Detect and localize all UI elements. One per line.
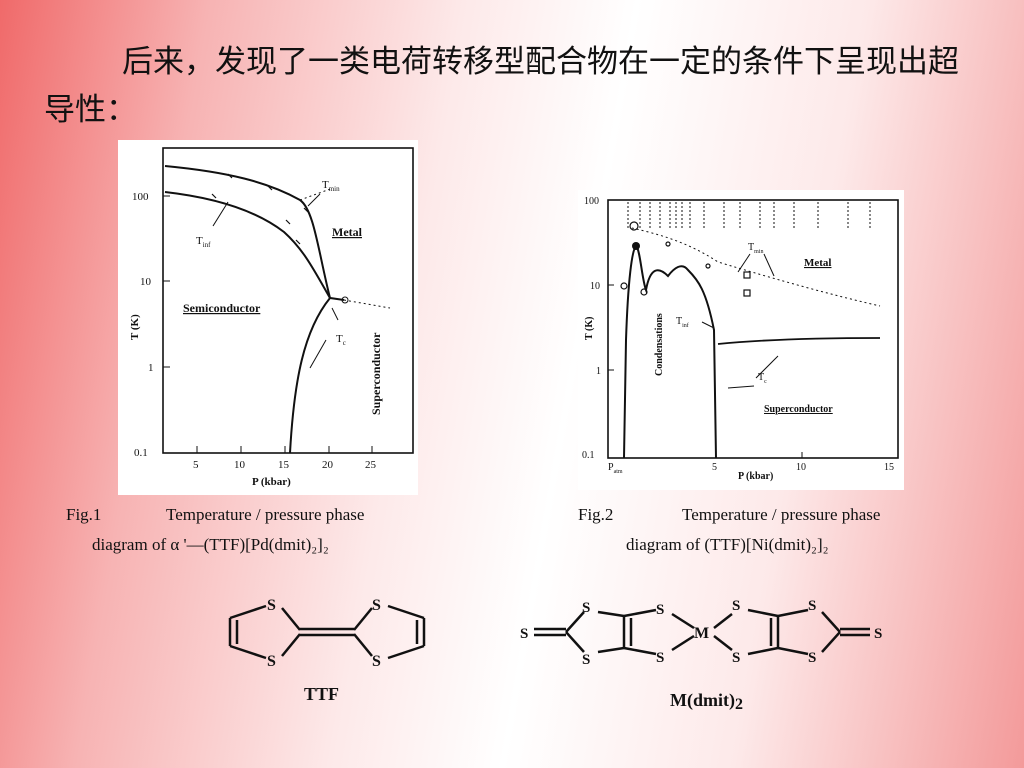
fig1-ytick-1: 1 bbox=[148, 362, 154, 374]
mdmit-label-main: M(dmit) bbox=[670, 690, 735, 710]
fig2-region-metal: Metal bbox=[804, 257, 831, 269]
mdmit-atom-s3: S bbox=[656, 602, 664, 618]
fig1-ylabel: T (K) bbox=[129, 314, 141, 340]
fig2-xtick-15: 15 bbox=[884, 462, 894, 473]
fig2-caption-label: Fig.2 bbox=[578, 505, 614, 524]
figure2-axes-frame bbox=[607, 199, 899, 459]
fig2-region-condensation: Condensations bbox=[654, 313, 665, 376]
mdmit-atom-s8: S bbox=[808, 650, 816, 666]
fig1-ytick-10: 10 bbox=[140, 276, 152, 288]
fig2-region-superconductor: Superconductor bbox=[764, 404, 833, 415]
fig1-tmin-curve bbox=[164, 165, 331, 299]
figure2-caption: Fig.2 Temperature / pressure phase diagr… bbox=[578, 505, 998, 560]
fig2-condensation-curve bbox=[623, 244, 717, 459]
mdmit-structure: S S S S S M S S S S S bbox=[520, 598, 882, 668]
figure1-axes-frame bbox=[162, 147, 414, 454]
fig1-caption-label: Fig.1 bbox=[66, 505, 102, 524]
fig2-tinf-label: Tinf bbox=[676, 316, 689, 329]
ttf-atom-s1: S bbox=[267, 597, 276, 614]
fig2-ytick-10: 10 bbox=[590, 281, 600, 292]
fig2-tmin-curve bbox=[631, 227, 881, 307]
fig1-tinf-curve bbox=[164, 191, 331, 299]
ttf-atom-s3: S bbox=[372, 597, 381, 614]
fig1-ytick-100: 100 bbox=[132, 191, 149, 203]
mdmit-atom-s-right: S bbox=[874, 626, 882, 642]
ttf-atom-s2: S bbox=[267, 653, 276, 670]
fig2-xlabel: P (kbar) bbox=[738, 471, 773, 482]
ttf-structure: S S S S bbox=[228, 597, 426, 670]
fig2-xtick-p: Patm bbox=[608, 462, 623, 475]
fig1-region-metal: Metal bbox=[332, 225, 363, 239]
fig1-tc-label: Tc bbox=[336, 333, 346, 347]
fig2-xtick-5: 5 bbox=[712, 462, 717, 473]
fig1-xtick-20: 20 bbox=[322, 459, 334, 471]
fig1-xtick-25: 25 bbox=[365, 459, 377, 471]
fig2-tmin-label: Tmin bbox=[748, 242, 763, 255]
fig1-tinf-label: Tinf bbox=[196, 235, 211, 249]
mdmit-atom-s4: S bbox=[656, 650, 664, 666]
slide-heading: 后来，发现了一类电荷转移型配合物在一定的条件下呈现出超导性： bbox=[44, 44, 959, 128]
figure2-plot: 100 10 1 0.1 Patm 5 10 15 P (kbar) T (K)… bbox=[582, 196, 899, 482]
fig2-ytick-1: 1 bbox=[596, 366, 601, 377]
mdmit-atom-s2: S bbox=[582, 652, 590, 668]
mdmit-label-sub: 2 bbox=[734, 696, 743, 713]
fig2-caption-line1: Temperature / pressure phase bbox=[682, 505, 881, 524]
ttf-label: TTF bbox=[304, 684, 340, 704]
mdmit-atom-s1: S bbox=[582, 600, 590, 616]
mdmit-atom-s6: S bbox=[732, 650, 740, 666]
fig1-xlabel: P (kbar) bbox=[252, 476, 291, 488]
fig1-caption-line1: Temperature / pressure phase bbox=[166, 505, 365, 524]
fig2-ytick-01: 0.1 bbox=[582, 450, 595, 461]
figure2-panel: 100 10 1 0.1 Patm 5 10 15 P (kbar) T (K)… bbox=[578, 190, 904, 490]
fig1-xtick-10: 10 bbox=[234, 459, 246, 471]
fig1-caption-line2: diagram of α '—(TTF)[Pd(dmit)₂]₂ bbox=[92, 535, 329, 554]
fig2-tc-label: Tc bbox=[758, 372, 767, 385]
figure1-panel: 100 10 1 0.1 5 10 15 20 25 P (kbar) T (K… bbox=[118, 140, 418, 495]
fig2-tc-curve bbox=[717, 337, 881, 345]
figure1-caption: Fig.1 Temperature / pressure phase diagr… bbox=[66, 505, 486, 560]
fig2-ytick-100: 100 bbox=[584, 196, 599, 207]
figure1-plot: 100 10 1 0.1 5 10 15 20 25 P (kbar) T (K… bbox=[129, 147, 414, 488]
fig1-xtick-5: 5 bbox=[193, 459, 199, 471]
fig2-xtick-10: 10 bbox=[796, 462, 806, 473]
mdmit-atom-s-left: S bbox=[520, 626, 528, 642]
fig1-region-superconductor: Superconductor bbox=[369, 332, 383, 415]
mdmit-atom-m: M bbox=[694, 625, 709, 642]
fig2-ylabel: T (K) bbox=[584, 317, 595, 340]
ttf-atom-s4: S bbox=[372, 653, 381, 670]
mdmit-label: M(dmit)2 bbox=[670, 690, 743, 714]
fig1-region-semiconductor: Semiconductor bbox=[183, 301, 261, 315]
mdmit-atom-s5: S bbox=[732, 598, 740, 614]
fig1-tmin-label: Tmin bbox=[322, 179, 340, 193]
fig1-ytick-01: 0.1 bbox=[134, 447, 148, 459]
fig1-xtick-15: 15 bbox=[278, 459, 290, 471]
mdmit-atom-s7: S bbox=[808, 598, 816, 614]
fig2-caption-line2: diagram of (TTF)[Ni(dmit)₂]₂ bbox=[626, 535, 829, 554]
fig1-tc-curve bbox=[289, 296, 345, 454]
